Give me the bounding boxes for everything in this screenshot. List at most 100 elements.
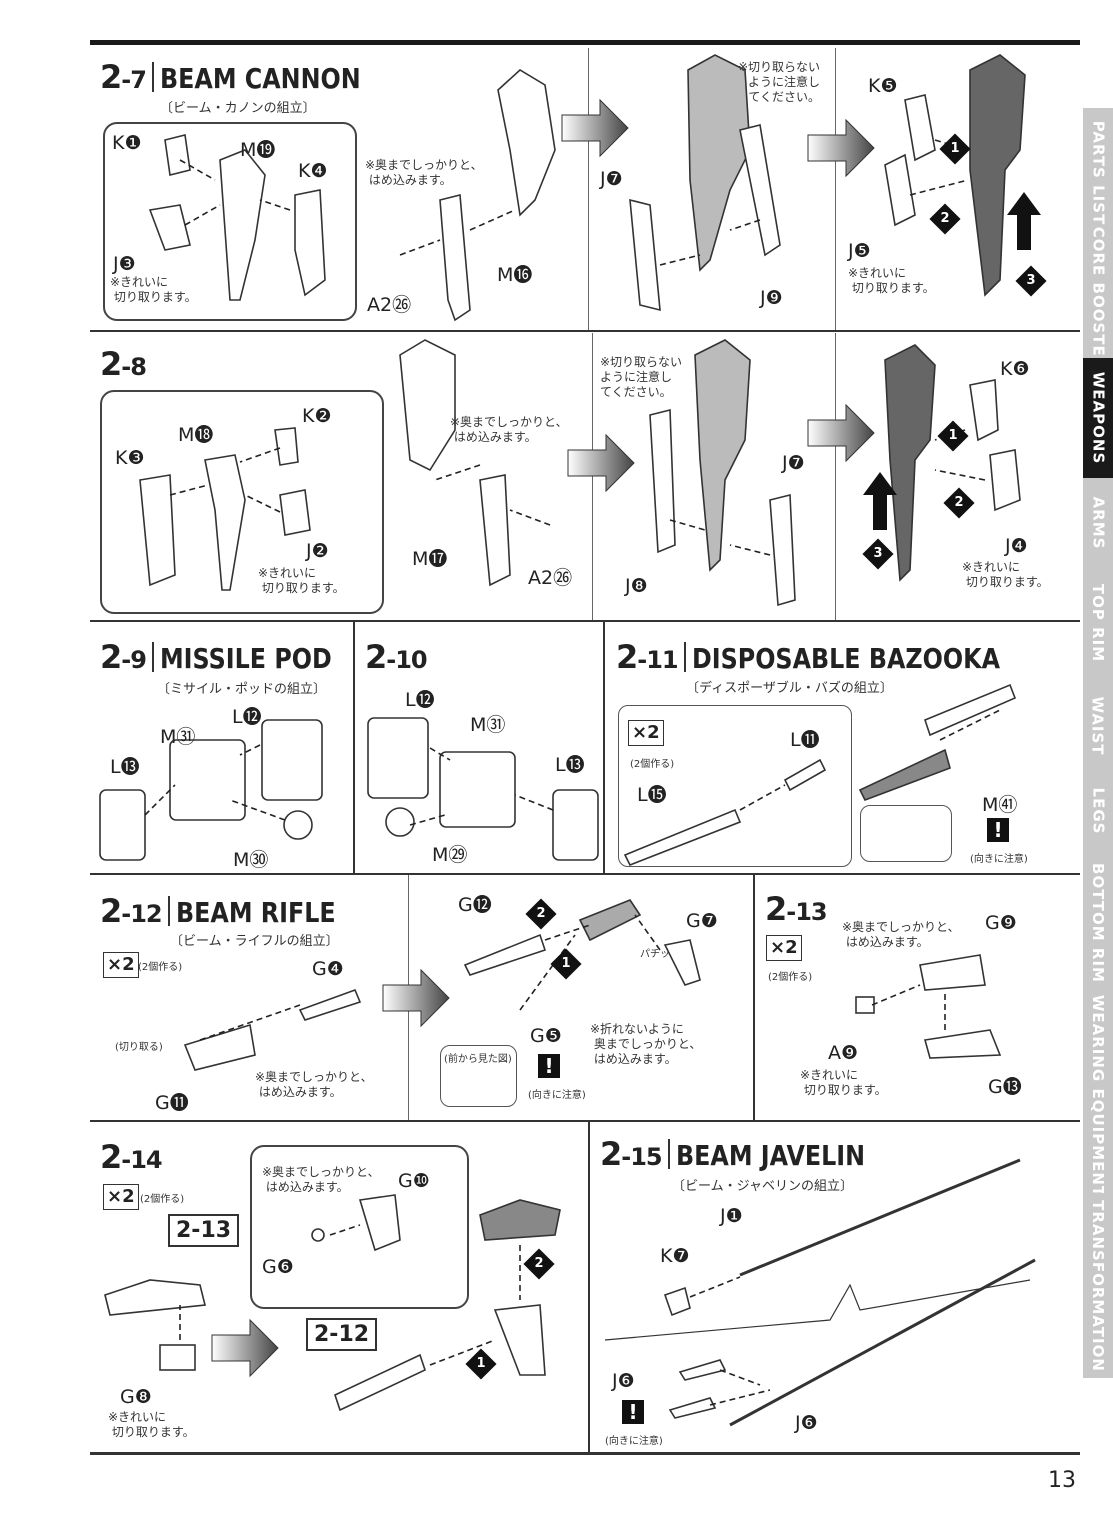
part-label: J❶ [720,1205,743,1227]
tab-label: TRANSFORMATION [1089,1199,1108,1372]
part-label: G❽ [120,1386,152,1408]
step-2-9-subtitle: 〔ミサイル・ポッドの組立〕 [157,682,327,697]
part-label: J❸ [113,253,136,275]
javelin-shaft-2 [729,1258,1036,1427]
rifle-body [578,899,642,942]
quantity-badge: ×2 [628,720,664,746]
part-j6b [668,1397,717,1419]
part-label: L⓭ [555,754,585,776]
note: ※奥までしっかりと、 はめ込みます。 [842,920,960,949]
step-2-13-number: 2-13 [765,890,828,928]
step-marker-3: 3 [1015,265,1047,297]
tab-legs[interactable]: LEGS [1083,773,1113,850]
quantity-badge: ×2 [103,952,139,978]
divider [588,1122,590,1452]
tab-label: PARTS LIST [1089,120,1108,226]
step-marker-1: 1 [937,420,969,452]
pod-cover-l12-b [367,717,429,799]
cannon-cover [739,124,781,257]
part-label: J❺ [848,240,871,262]
javelin-shaft [739,1158,1021,1277]
cannon-assembled [687,54,751,272]
part-2-13-assembled [104,1279,206,1316]
part-label: M㉚ [233,849,269,871]
grip-assembled [493,1304,546,1376]
step-2-11-subtitle: 〔ディスポーザブル・バズの組立〕 [686,681,893,696]
tab-label: WEARING EQUIPMENT [1089,994,1107,1197]
tab-core-booster[interactable]: CORE BOOSTER [1083,227,1113,369]
next-arrow [382,968,450,1028]
detail-bubble [250,1145,469,1309]
cut-note: (切り取る) [115,1042,163,1053]
quantity-note: (2個作る) [140,1194,185,1205]
pod-m29 [385,807,415,837]
tab-wearing-equipment[interactable]: WEARING EQUIPMENT [1083,994,1113,1197]
tab-bottom-rim[interactable]: BOTTOM RIM [1083,848,1113,1000]
part-k3 [139,474,176,587]
detail-box [440,1045,517,1107]
caution-note: (向きに注意) [970,854,1028,865]
step-2-12-title: BEAM RIFLE [175,896,336,929]
part-label: M⓱ [412,548,448,570]
note: ※きれいに 切り取ります。 [800,1068,887,1097]
tab-arms[interactable]: ARMS [1083,478,1113,570]
part-label: M⓲ [178,424,214,446]
quantity-badge: ×2 [103,1184,139,1210]
part-label: K❼ [660,1245,690,1267]
snap-sound: パチッ [640,949,670,960]
step-2-9-title: MISSILE POD [159,642,332,675]
step-marker-2: 2 [929,203,961,235]
javelin-break-line [604,1279,1031,1341]
part-j4 [989,449,1021,512]
step-2-10-number: 2-10 [365,638,428,676]
cannon-cover-2 [649,408,676,554]
part-g9 [919,954,986,991]
part-label: J❹ [1005,535,1028,557]
tab-waist[interactable]: WAIST [1083,678,1113,775]
part-label: G❻ [262,1256,294,1278]
m18-frame [204,454,246,591]
pod-cap-l13-b [552,789,599,861]
caution-note: (向きに注意) [528,1090,586,1101]
step-2-14-number: 2-14 [100,1138,163,1176]
caution-icon: ! [622,1400,644,1424]
tab-transformation[interactable]: TRANSFORMATION [1083,1193,1113,1380]
part-label: K❷ [302,405,332,427]
next-arrow [567,433,635,493]
quantity-note: (2個作る) [630,759,675,770]
front-view-note: (前から見た図) [444,1054,512,1065]
part-a9 [855,996,875,1014]
part-label: L⓬ [232,706,262,728]
rifle-barrel-g12 [463,933,547,976]
part-g10 [358,1194,401,1252]
pod-m31 [169,739,246,821]
part-label: J❻ [795,1412,818,1434]
bottom-rule [90,1452,1080,1455]
part-g13 [923,1029,1002,1059]
tab-top-rim[interactable]: TOP RIM [1083,568,1113,680]
part-label: K❹ [298,160,328,182]
pod-m31-b [439,751,516,828]
bazooka-l11 [783,758,827,792]
divider [90,1120,1080,1122]
step-2-15-title: BEAM JAVELIN [675,1139,865,1172]
tab-weapons[interactable]: WEAPONS [1083,358,1113,480]
part-k2 [274,427,299,466]
part-label: G⓭ [988,1076,1022,1098]
note: ※奥までしっかりと、 はめ込みます。 [365,158,483,187]
part-label: G❾ [985,912,1017,934]
note: ※奥までしっかりと、 はめ込みます。 [450,415,568,444]
next-arrow [807,118,875,178]
step-2-7-subtitle: 〔ビーム・カノンの組立〕 [160,101,316,116]
tab-parts-list[interactable]: PARTS LIST [1083,108,1113,240]
cannon-housing-2 [399,339,456,472]
step-marker-1: 1 [939,133,971,165]
bazooka-body [858,748,951,802]
quantity-badge: ×2 [766,935,802,961]
divider [753,875,755,1120]
step-2-7-title: BEAM CANNON [159,62,361,95]
note: ※折れないように 奥までしっかりと、 はめ込みます。 [590,1022,702,1066]
rifle-2-12 [334,1353,426,1412]
